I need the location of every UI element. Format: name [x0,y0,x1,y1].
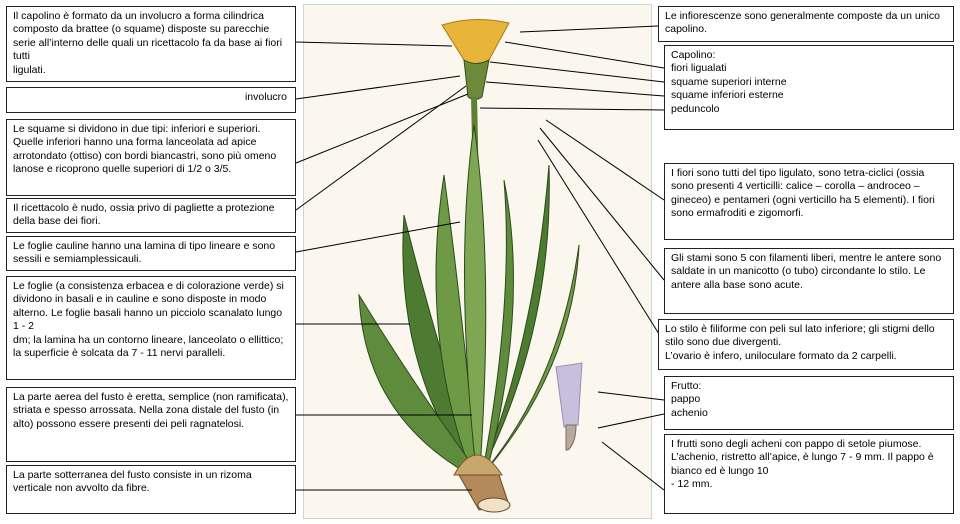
involucro-label-box: involucro [6,87,296,113]
leaf-center [463,124,487,471]
ricettacolo-description-box: Il ricettacolo è nudo, ossia privo di pa… [6,198,296,233]
frutti-description-box: I frutti sono degli acheni con pappo di … [664,434,954,514]
fusto-description-box: La parte aerea del fusto è eretta, sempl… [6,387,296,462]
ligulate-flowers [441,18,510,64]
rhizome-cut [477,497,511,513]
stami-description-box: Gli stami sono 5 con filamenti liberi, m… [664,248,954,314]
foglie-cauline-description-box: Le foglie cauline hanno una lamina di ti… [6,236,296,271]
leaf-right-3 [481,179,514,476]
infiorescenze-description-box: Le infiorescenze sono generalmente compo… [658,6,954,42]
squame-description-box: Le squame si dividono in due tipi: infer… [6,119,296,196]
fiori-description-box: I fiori sono tutti del tipo ligulato, so… [664,163,954,240]
leaf-left-3 [358,293,475,476]
achene [565,424,577,451]
capolino-description-box: Il capolino è formato da un involucro a … [6,6,296,82]
plant-drawing [358,18,583,513]
rizoma-description-box: La parte sotterranea del fusto consiste … [6,465,296,514]
frutto-parts-box: Frutto: pappo achenio [664,376,954,430]
foglie-description-box: Le foglie (a consistenza erbacea e di co… [6,276,296,380]
involucre [463,59,490,100]
stilo-description-box: Lo stilo è filiforme con peli sul lato i… [658,319,954,370]
pappus [555,362,583,428]
leaf-base [453,454,503,476]
plant-illustration [303,4,652,519]
capolino-parts-box: Capolino: fiori ligualati squame superio… [664,45,954,130]
